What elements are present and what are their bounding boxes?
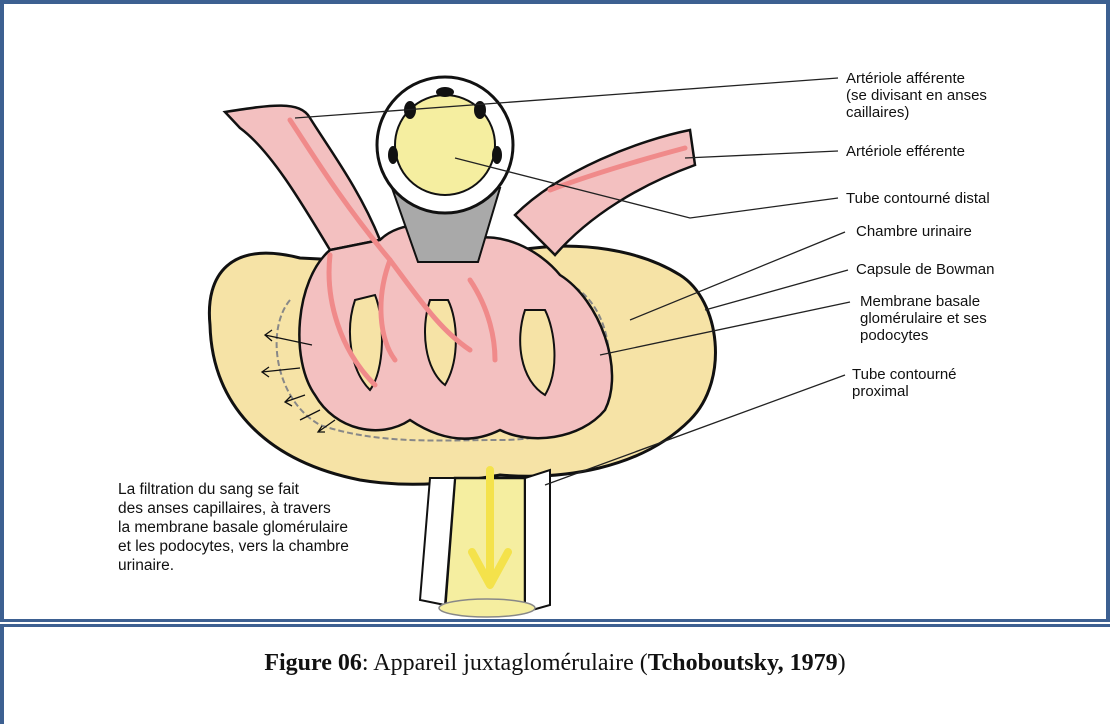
label-efferent-arteriole: Artériole efférente	[846, 143, 965, 160]
figure-number: Figure 06	[264, 650, 362, 676]
label-membrane-line2: glomérulaire et ses	[860, 310, 987, 327]
label-afferent-line3: caillaires)	[846, 104, 987, 121]
proximal-end	[439, 599, 535, 617]
label-basal-membrane: Membrane basale glomérulaire et ses podo…	[860, 293, 987, 344]
label-membrane-line3: podocytes	[860, 327, 987, 344]
note-line: La filtration du sang se fait	[118, 480, 349, 499]
afferent-arteriole	[225, 106, 380, 250]
label-afferent-line1: Artériole afférente	[846, 70, 987, 87]
label-proximal-tube: Tube contourné proximal	[852, 366, 957, 400]
label-proximal-line1: Tube contourné	[852, 366, 957, 383]
figure-caption: Figure 06: Appareil juxtaglomérulaire (T…	[0, 650, 1110, 677]
label-proximal-line2: proximal	[852, 383, 957, 400]
label-afferent-line2: (se divisant en anses	[846, 87, 987, 104]
note-line: et les podocytes, vers la chambre	[118, 537, 349, 556]
filtration-note: La filtration du sang se fait des anses …	[118, 480, 349, 575]
distal-nucleus	[436, 87, 454, 97]
proximal-wall-right	[525, 470, 550, 612]
note-line: urinaire.	[118, 556, 349, 575]
label-distal-tube: Tube contourné distal	[846, 190, 990, 207]
proximal-tube	[445, 478, 525, 612]
label-urinary-chamber: Chambre urinaire	[856, 223, 972, 240]
distal-nucleus	[388, 146, 398, 164]
caption-author: Tchoboutsky, 1979	[648, 650, 838, 676]
note-line: la membrane basale glomérulaire	[118, 518, 349, 537]
label-afferent-arteriole: Artériole afférente (se divisant en anse…	[846, 70, 987, 121]
label-membrane-line1: Membrane basale	[860, 293, 987, 310]
label-bowman-capsule: Capsule de Bowman	[856, 261, 994, 278]
caption-text: : Appareil juxtaglomérulaire (	[362, 650, 648, 676]
distal-nucleus	[492, 146, 502, 164]
efferent-arteriole	[515, 130, 695, 255]
note-line: des anses capillaires, à travers	[118, 499, 349, 518]
caption-end: )	[838, 650, 846, 676]
